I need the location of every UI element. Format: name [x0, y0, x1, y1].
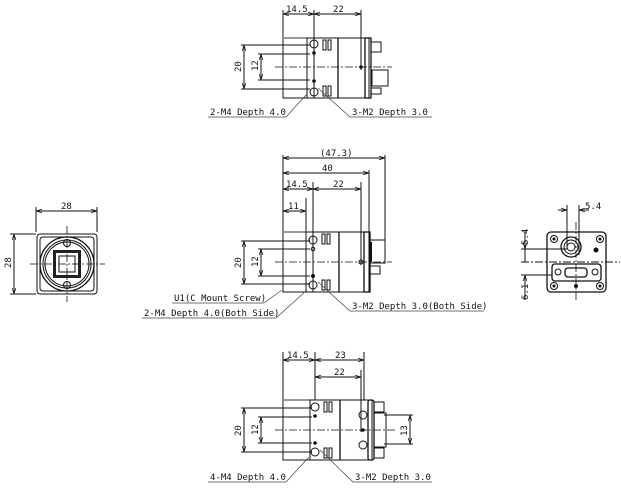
dim-11: 11	[288, 202, 299, 212]
dim-40: 40	[322, 164, 333, 174]
dim-5-4-horizontal: 5.4	[585, 202, 601, 212]
dim-12-side: 12	[251, 256, 261, 267]
callout-m4-top: 2-M4 Depth 4.0	[210, 108, 286, 118]
top-view: 14.5 22 20 12 2-M4 Depth	[208, 5, 432, 118]
dim-12-bottom: 12	[251, 424, 261, 435]
dim-6-1-vertical: 6.1	[521, 284, 531, 300]
dim-13: 13	[400, 425, 410, 436]
dim-12: 12	[251, 60, 261, 71]
dim-14-5: 14.5	[286, 5, 308, 15]
dim-14-5-bottom: 14.5	[287, 351, 309, 361]
callout-m4-bottom: 4-M4 Depth 4.0	[210, 473, 286, 483]
dim-47-3: (47.3)	[320, 149, 353, 159]
dim-28-height: 28	[4, 257, 14, 268]
bottom-view: 14.5 23 22 13 20 12	[208, 351, 432, 483]
dim-14-5-side: 14.5	[286, 180, 308, 190]
callout-m2-top: 3-M2 Depth 3.0	[352, 108, 428, 118]
side-view: (47.3) 40 14.5 22 11 20 12	[142, 149, 487, 319]
dim-22-bottom: 22	[334, 368, 345, 378]
callout-m2-bottom: 3-M2 Depth 3.0	[355, 473, 431, 483]
front-view: 28 28	[4, 202, 105, 302]
callout-m2-side: 3-M2 Depth 3.0(Both Side)	[352, 302, 487, 312]
callout-c-mount: U1(C Mount Screw)	[174, 294, 266, 304]
dim-20-bottom: 20	[234, 425, 244, 436]
dim-22: 22	[333, 5, 344, 15]
callout-m4-side: 2-M4 Depth 4.0(Both Side)	[144, 309, 279, 319]
dim-20-side: 20	[234, 257, 244, 268]
dim-22-side: 22	[333, 180, 344, 190]
dim-20: 20	[234, 61, 244, 72]
dim-5-4-vertical: 5.4	[521, 229, 531, 245]
rear-view: 5.4 5.4 6.1	[521, 202, 620, 302]
dim-23: 23	[335, 351, 346, 361]
dim-28-width: 28	[61, 202, 72, 212]
